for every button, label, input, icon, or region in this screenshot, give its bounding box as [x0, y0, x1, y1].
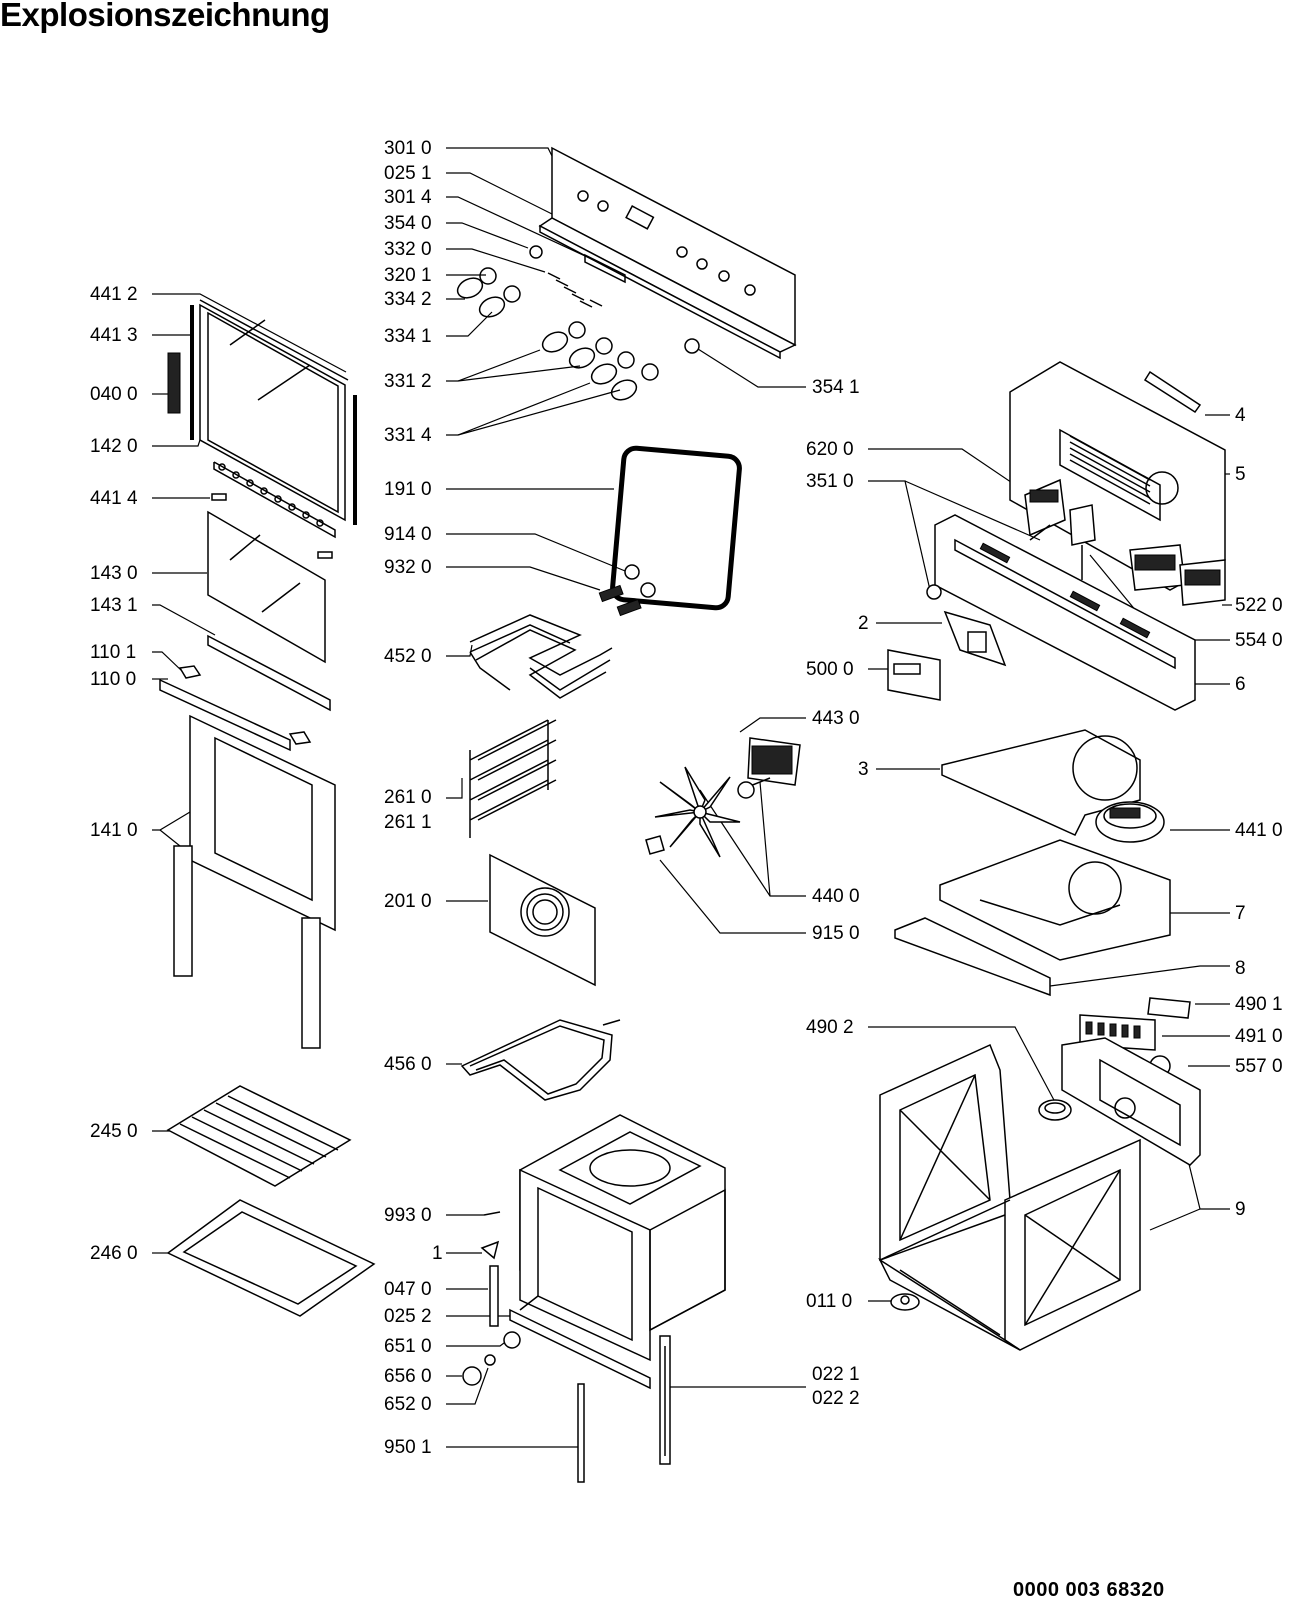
callout-261-1: 261 1: [384, 812, 432, 833]
callout-142-0: 142 0: [90, 436, 138, 457]
callout-143-1: 143 1: [90, 595, 138, 616]
fan-assembly: [645, 737, 801, 858]
outer-casing: [878, 997, 1201, 1351]
callout-441-3: 441 3: [90, 325, 138, 346]
callout-191-0: 191 0: [384, 479, 432, 500]
callout-950-1: 950 1: [384, 1437, 432, 1458]
callout-491-0: 491 0: [1235, 1026, 1283, 1047]
callout-354-0: 354 0: [384, 213, 432, 234]
electronics-housing: [887, 361, 1226, 711]
callout-6: 6: [1235, 674, 1246, 695]
exploded-view-diagram: 301 0 025 1 301 4 354 0 332 0 320 1 334 …: [90, 138, 1283, 1483]
oven-cavity: [462, 1114, 726, 1483]
callout-5: 5: [1235, 464, 1246, 485]
callout-320-1: 320 1: [384, 265, 432, 286]
callout-040-0: 040 0: [90, 384, 138, 405]
callout-334-2: 334 2: [384, 289, 432, 310]
callout-4: 4: [1235, 405, 1246, 426]
rack-and-tray: [166, 1085, 376, 1317]
page-title: Explosionszeichnung: [0, 0, 330, 33]
callout-452-0: 452 0: [384, 646, 432, 667]
callout-1: 1: [432, 1243, 443, 1264]
top-covers: [894, 729, 1171, 997]
callout-993-0: 993 0: [384, 1205, 432, 1226]
callout-652-0: 652 0: [384, 1394, 432, 1415]
callout-141-0: 141 0: [90, 820, 138, 841]
callout-490-2: 490 2: [806, 1017, 854, 1038]
callout-441-4: 441 4: [90, 488, 138, 509]
callout-201-0: 201 0: [384, 891, 432, 912]
callout-656-0: 656 0: [384, 1366, 432, 1387]
callout-331-2: 331 2: [384, 371, 432, 392]
callout-246-0: 246 0: [90, 1243, 138, 1264]
callout-301-0: 301 0: [384, 138, 432, 159]
callout-8: 8: [1235, 958, 1246, 979]
callout-245-0: 245 0: [90, 1121, 138, 1142]
callout-500-0: 500 0: [806, 659, 854, 680]
callout-9: 9: [1235, 1199, 1246, 1220]
callout-025-1: 025 1: [384, 163, 432, 184]
callout-2: 2: [858, 613, 869, 634]
oven-door-parts: [159, 299, 357, 1049]
callout-011-0: 011 0: [806, 1291, 852, 1312]
callout-522-0: 522 0: [1235, 595, 1283, 616]
document-number: 0000 003 68320: [1013, 1579, 1165, 1601]
callout-047-0: 047 0: [384, 1279, 432, 1300]
callout-456-0: 456 0: [384, 1054, 432, 1075]
callout-443-0: 443 0: [812, 708, 860, 729]
callout-7: 7: [1235, 903, 1246, 924]
callout-261-0: 261 0: [384, 787, 432, 808]
callout-110-1: 110 1: [90, 642, 136, 663]
callout-331-4: 331 4: [384, 425, 432, 446]
callout-143-0: 143 0: [90, 563, 138, 584]
callout-332-0: 332 0: [384, 239, 432, 260]
callout-3: 3: [858, 759, 869, 780]
callout-914-0: 914 0: [384, 524, 432, 545]
callout-354-1: 354 1: [812, 377, 860, 398]
callout-932-0: 932 0: [384, 557, 432, 578]
callout-440-0: 440 0: [812, 886, 860, 907]
callout-441-0: 441 0: [1235, 820, 1283, 841]
callout-labels: 301 0 025 1 301 4 354 0 332 0 320 1 334 …: [90, 138, 1283, 1458]
callout-441-2: 441 2: [90, 284, 138, 305]
callout-110-0: 110 0: [90, 669, 136, 690]
gasket-and-heaters: [460, 445, 742, 1101]
callout-022-1: 022 1: [812, 1364, 860, 1385]
callout-025-2: 025 2: [384, 1306, 432, 1327]
callout-554-0: 554 0: [1235, 630, 1283, 651]
callout-490-1: 490 1: [1235, 994, 1283, 1015]
callout-915-0: 915 0: [812, 923, 860, 944]
callout-334-1: 334 1: [384, 326, 432, 347]
callout-351-0: 351 0: [806, 471, 854, 492]
callout-301-4: 301 4: [384, 187, 432, 208]
control-panel-part: [456, 146, 797, 401]
callout-022-2: 022 2: [812, 1388, 860, 1409]
callout-620-0: 620 0: [806, 439, 854, 460]
callout-651-0: 651 0: [384, 1336, 432, 1357]
callout-557-0: 557 0: [1235, 1056, 1283, 1077]
